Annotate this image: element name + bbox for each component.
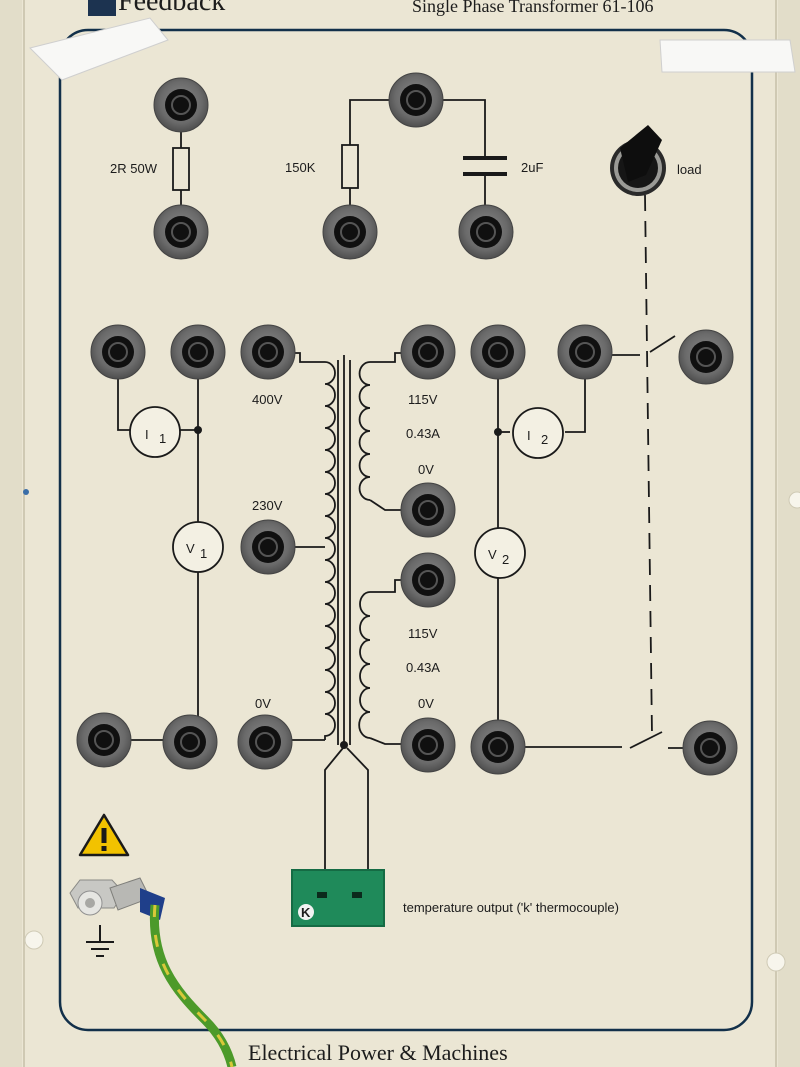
socket-primary-230v[interactable] <box>240 519 296 575</box>
primary-400v-label: 400V <box>252 392 283 407</box>
svg-text:1: 1 <box>159 431 166 446</box>
ammeter-i1: I 1 <box>129 406 181 458</box>
socket-load-out-top[interactable] <box>678 329 734 385</box>
earth-terminal[interactable] <box>69 877 165 920</box>
svg-text:I: I <box>527 428 531 443</box>
warning-triangle-icon <box>78 813 130 857</box>
socket-rc-common[interactable] <box>388 72 444 128</box>
socket-load-common-bottom[interactable] <box>470 719 526 775</box>
svg-text:1: 1 <box>200 546 207 561</box>
voltmeter-v1: V 1 <box>172 521 224 573</box>
sec2-current-label: 0.43A <box>406 660 440 675</box>
brand-text: Feedback <box>118 0 225 17</box>
socket-primary-0v-v1[interactable] <box>162 714 218 770</box>
secondary-winding-2 <box>358 591 371 739</box>
sec2-zero-label: 0V <box>418 696 434 711</box>
socket-sec1-115v[interactable] <box>400 324 456 380</box>
socket-primary-0v[interactable] <box>237 714 293 770</box>
model-title: Single Phase Transformer 61-106 <box>412 0 654 16</box>
svg-text:V: V <box>186 541 195 556</box>
switch-link-dashed <box>644 194 653 736</box>
resistor-label: 2R 50W <box>110 161 158 176</box>
thermocouple-label: temperature output ('k' thermocouple) <box>403 900 619 915</box>
sec1-voltage-label: 115V <box>408 392 438 407</box>
primary-winding <box>324 361 336 740</box>
svg-text:2: 2 <box>541 432 548 447</box>
resistor-150k-symbol <box>341 144 359 189</box>
load-switch-knob[interactable] <box>610 125 666 196</box>
resistor-150k-label: 150K <box>285 160 316 175</box>
svg-text:2: 2 <box>502 552 509 567</box>
socket-load-out-bottom[interactable] <box>682 720 738 776</box>
socket-primary-0v-left[interactable] <box>76 712 132 768</box>
socket-sec2-115v[interactable] <box>400 552 456 608</box>
primary-230v-label: 230V <box>252 498 283 513</box>
socket-resistor-bottom[interactable] <box>153 204 209 260</box>
mimic-border <box>58 28 754 1032</box>
socket-sec2-0v[interactable] <box>400 717 456 773</box>
transformer-core <box>337 355 351 745</box>
primary-0v-label: 0V <box>255 696 271 711</box>
brand-logo: Feedback <box>88 0 225 17</box>
capacitor-label: 2uF <box>521 160 543 175</box>
svg-text:I: I <box>145 427 149 442</box>
earth-symbol-icon <box>86 925 114 957</box>
socket-r150k-bottom[interactable] <box>322 204 378 260</box>
capacitor-symbol <box>463 156 507 176</box>
circuit-lines <box>117 99 690 870</box>
socket-i2-in[interactable] <box>470 324 526 380</box>
socket-i1-out[interactable] <box>170 324 226 380</box>
socket-resistor-top[interactable] <box>153 77 209 133</box>
footer-title: Electrical Power & Machines <box>248 1040 508 1065</box>
svg-text:V: V <box>488 547 497 562</box>
socket-i2-out[interactable] <box>557 324 613 380</box>
sec2-voltage-label: 115V <box>408 626 438 641</box>
resistor-2r-symbol <box>172 147 190 191</box>
socket-i1-in[interactable] <box>90 324 146 380</box>
thermocouple-connector[interactable]: K <box>291 869 385 927</box>
socket-primary-400v[interactable] <box>240 324 296 380</box>
left-clip <box>29 17 169 81</box>
right-clip <box>659 39 796 73</box>
sec1-zero-label: 0V <box>418 462 434 477</box>
secondary-winding-1 <box>358 361 371 501</box>
socket-cap-bottom[interactable] <box>458 204 514 260</box>
voltmeter-v2: V 2 <box>474 527 526 579</box>
sec1-current-label: 0.43A <box>406 426 440 441</box>
ammeter-i2: I 2 <box>512 407 564 459</box>
socket-sec1-0v[interactable] <box>400 482 456 538</box>
k-mark: K <box>301 905 311 920</box>
load-switch-label: load <box>677 162 702 177</box>
